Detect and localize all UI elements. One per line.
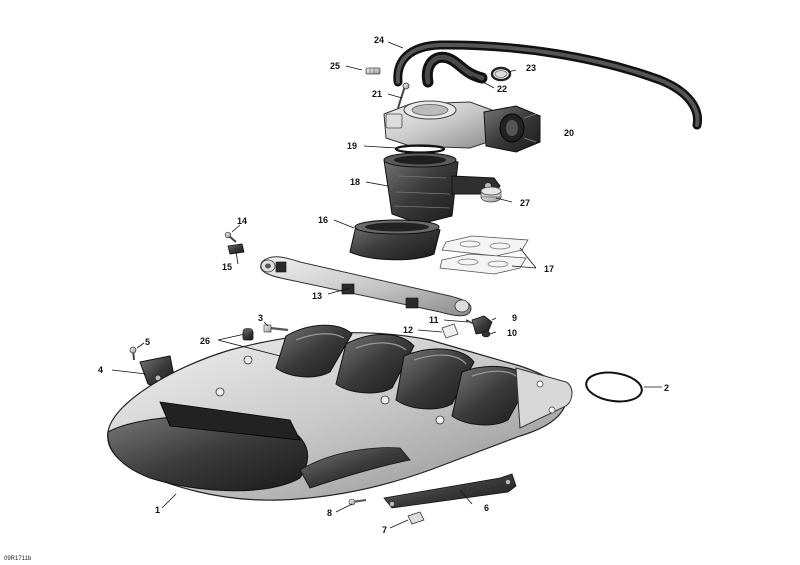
part-nut-27 <box>480 186 502 203</box>
part-hose-24 <box>393 40 702 130</box>
callout-20: 20 <box>564 128 574 138</box>
part-bolt-8 <box>348 498 367 506</box>
part-clip-15 <box>227 243 245 255</box>
callout-26: 26 <box>200 336 210 346</box>
part-bolt-25 <box>365 67 381 75</box>
part-intake-manifold-1 <box>107 324 573 501</box>
callout-27: 27 <box>520 198 530 208</box>
part-screw-5 <box>129 346 137 361</box>
part-nut-7 <box>407 511 425 525</box>
callout-labels: 1 2 3 4 5 6 7 8 9 10 11 12 13 14 15 16 1… <box>4 35 669 562</box>
part-screw-21 <box>397 82 410 109</box>
callout-10: 10 <box>507 328 517 338</box>
part-clamp-23 <box>490 66 512 82</box>
callout-5: 5 <box>145 337 150 347</box>
part-bracket-12 <box>441 323 459 339</box>
leader-lines <box>111 41 662 529</box>
part-gasket-ring-2 <box>585 371 643 403</box>
diagram-reference-code: 09R1711b <box>4 556 32 562</box>
callout-14: 14 <box>237 216 247 226</box>
callout-13: 13 <box>312 291 322 301</box>
callout-12: 12 <box>403 325 413 335</box>
part-fuel-rail-13 <box>260 256 472 317</box>
callout-22: 22 <box>497 84 507 94</box>
part-elbow-hose-22 <box>421 51 488 88</box>
part-gasket-17 <box>439 235 529 275</box>
part-support-6 <box>383 473 517 509</box>
callout-21: 21 <box>372 89 382 99</box>
part-seal-10 <box>481 330 491 338</box>
callout-16: 16 <box>318 215 328 225</box>
part-screw-14 <box>224 231 237 243</box>
part-plug-26 <box>242 328 254 341</box>
callout-11: 11 <box>429 315 439 325</box>
part-screw-11 <box>465 319 475 325</box>
callout-19: 19 <box>347 141 357 151</box>
callout-25: 25 <box>330 61 340 71</box>
callout-6: 6 <box>484 503 489 513</box>
callout-17: 17 <box>544 264 554 274</box>
callout-24: 24 <box>374 35 384 45</box>
callout-7: 7 <box>382 525 387 535</box>
part-sensor-9 <box>471 315 493 335</box>
callout-3: 3 <box>258 313 263 323</box>
callout-4: 4 <box>98 365 103 375</box>
part-throttle-body-20 <box>383 100 541 153</box>
callout-2: 2 <box>664 383 669 393</box>
callout-18: 18 <box>350 177 360 187</box>
callout-15: 15 <box>222 262 232 272</box>
callout-1: 1 <box>155 505 160 515</box>
callout-8: 8 <box>327 508 332 518</box>
part-sleeve-16 <box>349 219 441 261</box>
callout-9: 9 <box>512 313 517 323</box>
callout-23: 23 <box>526 63 536 73</box>
part-oring-19 <box>394 144 446 154</box>
